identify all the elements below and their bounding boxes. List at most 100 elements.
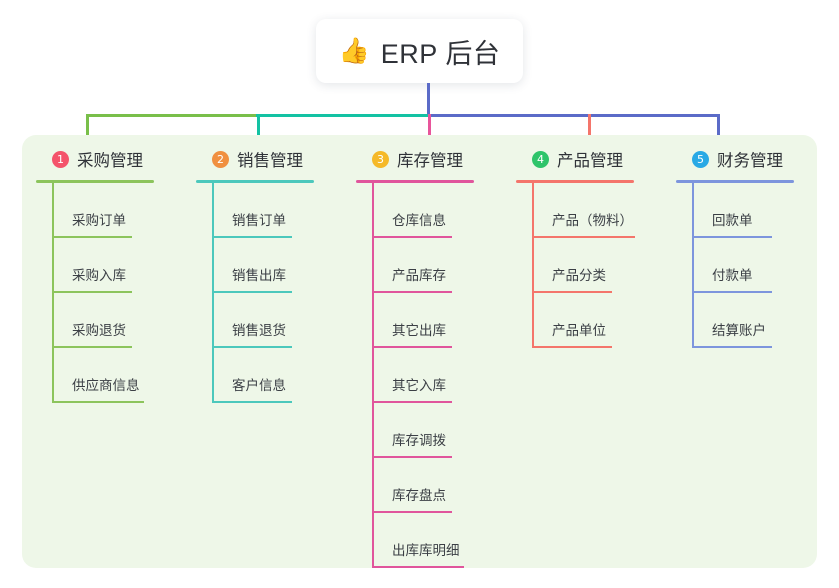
branch-item[interactable]: 销售退货 <box>212 293 314 348</box>
branch-item-underline <box>52 291 132 293</box>
branch-item[interactable]: 仓库信息 <box>372 183 474 238</box>
branch-item-underline <box>212 346 292 348</box>
branch-item-label: 客户信息 <box>232 378 286 393</box>
branch-items-product: 产品（物料） 产品分类产品单位 <box>516 183 635 348</box>
branch-item[interactable]: 客户信息 <box>212 348 314 403</box>
branch-underline-finance <box>676 180 794 183</box>
branch-item-label: 产品分类 <box>552 268 606 283</box>
branch-item-underline <box>372 401 452 403</box>
branch-item-underline <box>692 346 772 348</box>
branch-title-purchase: 采购管理 <box>77 152 143 170</box>
branches-panel <box>22 135 817 568</box>
branch-item[interactable]: 供应商信息 <box>52 348 154 403</box>
branch-item-label: 产品（物料） <box>552 213 633 228</box>
branch-item-label: 其它出库 <box>392 323 446 338</box>
branch-number-badge-sales: 2 <box>212 150 229 168</box>
sales-segment <box>256 114 430 117</box>
branch-header-sales[interactable]: 2 销售管理 <box>196 146 314 172</box>
branch-item[interactable]: 库存盘点 <box>372 458 474 513</box>
branch-column-product: 4 产品管理产品（物料） 产品分类产品单位 <box>516 146 635 348</box>
branch-item-underline <box>532 236 635 238</box>
branch-item-underline <box>52 236 132 238</box>
branch-item-underline <box>372 236 452 238</box>
branch-item-underline <box>372 456 452 458</box>
branch-number-badge-purchase: 1 <box>52 150 69 168</box>
branch-number-badge-product: 4 <box>532 150 549 168</box>
branch-item-label: 仓库信息 <box>392 213 446 228</box>
branch-underline-inventory <box>356 180 474 183</box>
branch-items-purchase: 采购订单采购入库采购退货供应商信息 <box>36 183 154 403</box>
branch-item-label: 其它入库 <box>392 378 446 393</box>
branch-column-inventory: 3 库存管理仓库信息产品库存其它出库其它入库库存调拨库存盘点出库库明细 <box>356 146 474 568</box>
branch-underline-purchase <box>36 180 154 183</box>
branch-item[interactable]: 产品分类 <box>532 238 634 293</box>
drop-product <box>588 114 591 146</box>
branch-item-label: 结算账户 <box>712 323 766 338</box>
branch-item[interactable]: 销售订单 <box>212 183 314 238</box>
finance-segment <box>428 114 720 117</box>
drop-sales <box>257 114 260 146</box>
root-node-title: ERP 后台 <box>380 38 501 69</box>
branch-item[interactable]: 回款单 <box>692 183 794 238</box>
branch-item[interactable]: 产品单位 <box>532 293 634 348</box>
branch-item-label: 销售出库 <box>232 268 286 283</box>
branch-column-sales: 2 销售管理销售订单销售出库销售退货客户信息 <box>196 146 314 403</box>
branch-item-underline <box>52 346 132 348</box>
branch-item-label: 产品库存 <box>392 268 446 283</box>
branch-underline-sales <box>196 180 314 183</box>
branch-item[interactable]: 销售出库 <box>212 238 314 293</box>
branch-item[interactable]: 采购入库 <box>52 238 154 293</box>
branch-header-purchase[interactable]: 1 采购管理 <box>36 146 154 172</box>
branch-item-label: 供应商信息 <box>72 378 140 393</box>
branch-item-underline <box>372 291 452 293</box>
branch-spine-finance <box>692 183 694 348</box>
branch-items-finance: 回款单付款单结算账户 <box>676 183 794 348</box>
branch-item-label: 采购订单 <box>72 213 126 228</box>
branch-header-product[interactable]: 4 产品管理 <box>516 146 634 172</box>
branch-spine-sales <box>212 183 214 403</box>
branch-item-label: 回款单 <box>712 213 753 228</box>
branch-number-badge-finance: 5 <box>692 150 709 168</box>
branch-number-badge-inventory: 3 <box>372 150 389 168</box>
branch-title-sales: 销售管理 <box>237 152 303 170</box>
branch-item[interactable]: 库存调拨 <box>372 403 474 458</box>
branch-item-label: 库存调拨 <box>392 433 446 448</box>
drop-purchase <box>86 114 89 146</box>
branch-header-inventory[interactable]: 3 库存管理 <box>356 146 474 172</box>
branch-item-label: 库存盘点 <box>392 488 446 503</box>
branch-item-label: 产品单位 <box>552 323 606 338</box>
branch-title-product: 产品管理 <box>557 152 623 170</box>
branch-item[interactable]: 采购退货 <box>52 293 154 348</box>
branch-underline-product <box>516 180 634 183</box>
branch-item[interactable]: 结算账户 <box>692 293 794 348</box>
branch-item-label: 销售订单 <box>232 213 286 228</box>
branch-item-underline <box>212 236 292 238</box>
branch-item[interactable]: 其它出库 <box>372 293 474 348</box>
branch-item-label: 付款单 <box>712 268 753 283</box>
branch-item-underline <box>372 566 464 568</box>
purchase-segment <box>86 114 258 117</box>
branch-item[interactable]: 采购订单 <box>52 183 154 238</box>
branch-spine-product <box>532 183 534 348</box>
branch-item-underline <box>692 236 772 238</box>
branch-title-inventory: 库存管理 <box>397 152 463 170</box>
branch-item-underline <box>532 346 612 348</box>
branch-item[interactable]: 产品（物料） <box>532 183 635 238</box>
root-node[interactable]: 👍 ERP 后台 <box>316 19 523 83</box>
branch-item-underline <box>532 291 612 293</box>
branch-item-label: 出库库明细 <box>392 543 460 558</box>
branch-item-underline <box>212 291 292 293</box>
branch-item-underline <box>212 401 292 403</box>
branch-item[interactable]: 其它入库 <box>372 348 474 403</box>
branch-item-underline <box>372 511 452 513</box>
branch-item-label: 销售退货 <box>232 323 286 338</box>
branch-item[interactable]: 出库库明细 <box>372 513 474 568</box>
branch-item-label: 采购退货 <box>72 323 126 338</box>
branch-item[interactable]: 付款单 <box>692 238 794 293</box>
branch-spine-purchase <box>52 183 54 403</box>
drop-finance <box>717 114 720 146</box>
branch-item[interactable]: 产品库存 <box>372 238 474 293</box>
